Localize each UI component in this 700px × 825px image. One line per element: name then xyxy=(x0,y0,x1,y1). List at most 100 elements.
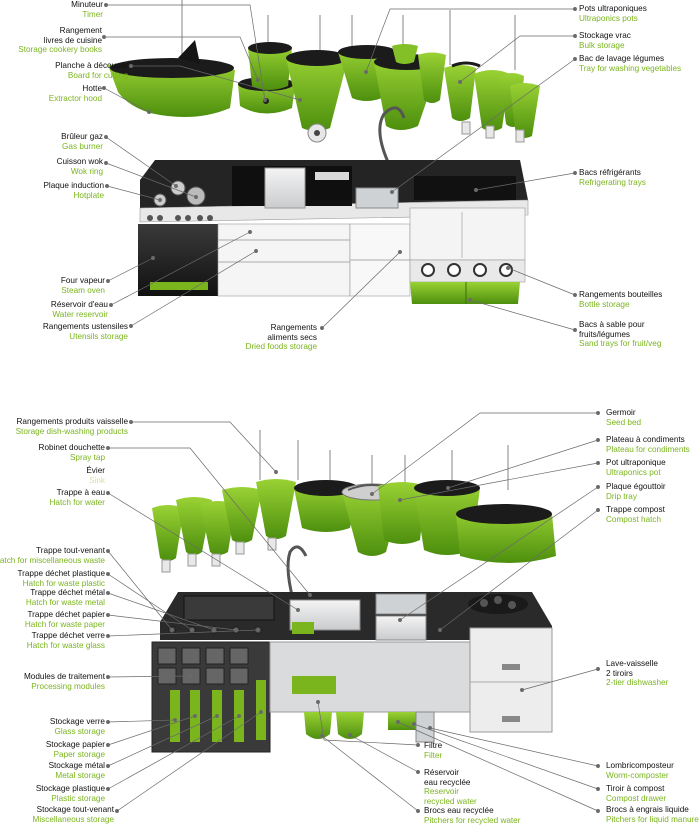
label-fr: Rangement livres de cuisine xyxy=(43,26,102,45)
label-bottle-storage: Rangements bouteilles Bottle storage xyxy=(579,290,662,309)
label-fr: Plateau à condiments xyxy=(606,435,685,444)
label-en: Refrigerating trays xyxy=(579,177,646,187)
label-fr: Plaque induction xyxy=(43,181,104,190)
label-fr: Germoir xyxy=(606,408,636,417)
label-glass-hatch: Trappe déchet verre Hatch for waste glas… xyxy=(27,631,105,650)
bottom-hanging-pots xyxy=(152,430,556,611)
label-plastic-hatch: Trappe déchet plastique Hatch for waste … xyxy=(17,569,105,588)
label-fr: Pot ultraponique xyxy=(606,458,666,467)
label-fr: Trappe compost xyxy=(606,505,665,514)
label-extractor-hood: Hotte Extractor hood xyxy=(49,84,102,103)
label-en: Reservoir recycled water xyxy=(424,787,477,806)
label-misc-storage: Stockage tout-venant Miscellaneous stora… xyxy=(33,805,114,824)
label-steam-oven: Four vapeur Steam oven xyxy=(61,276,105,295)
label-en: Water reservoir xyxy=(52,309,108,319)
label-en: Glass storage xyxy=(54,726,105,736)
label-fr: Rangements bouteilles xyxy=(579,290,663,299)
label-en: Worm-composter xyxy=(606,770,669,780)
label-refrigerating-trays: Bacs réfrigérants Refrigerating trays xyxy=(579,168,646,187)
label-processing-modules: Modules de traitement Processing modules xyxy=(24,672,105,691)
label-glass-storage: Stockage verre Glass storage xyxy=(50,717,105,736)
label-fr: Lombricomposteur xyxy=(606,761,674,770)
label-en: Timer xyxy=(82,9,103,19)
label-en: Hatch for miscellaneous waste xyxy=(0,555,105,565)
label-fr: Brocs eau recyclée xyxy=(424,806,494,815)
label-en: Bottle storage xyxy=(579,299,630,309)
label-fr: Brûleur gaz xyxy=(61,132,103,141)
label-en: Hatch for waste plastic xyxy=(22,578,105,588)
label-recycled-water-reservoir: Réservoir eau recyclée Reservoir recycle… xyxy=(424,768,477,806)
label-en: Storage dish-washing products xyxy=(15,426,128,436)
label-fr: Réservoir d'eau xyxy=(50,300,108,309)
label-bulk-storage: Stockage vrac Bulk storage xyxy=(579,31,631,50)
label-en: Drip tray xyxy=(606,491,637,501)
label-en: Pitchers for recycled water xyxy=(424,815,521,825)
label-en: 2-tier dishwasher xyxy=(606,678,669,688)
label-fr: Trappe tout-venant xyxy=(36,546,105,555)
label-dishwasher: Lave-vaisselle 2 tiroirs 2-tier dishwash… xyxy=(606,659,668,688)
label-fr: Robinet douchette xyxy=(38,443,105,452)
label-en: Compost drawer xyxy=(606,793,667,803)
label-fr: Lave-vaisselle 2 tiroirs xyxy=(606,659,658,678)
label-ultraponics-pots: Pots ultraponiques Ultraponics pots xyxy=(579,4,647,23)
label-filter: Filtre Filter xyxy=(424,741,442,760)
label-cutting-board: Planche à découper Board for cutting xyxy=(55,61,128,80)
label-en: Ultraponics pots xyxy=(579,13,638,23)
label-en: Sand trays for fruit/veg xyxy=(579,339,662,349)
label-water-reservoir: Réservoir d'eau Water reservoir xyxy=(51,300,108,319)
label-en: Board for cutting xyxy=(67,70,128,80)
label-fr: Stockage papier xyxy=(45,740,105,749)
label-metal-hatch: Trappe déchet métal Hatch for waste meta… xyxy=(26,588,105,607)
label-fr: Bacs à sable pour fruits/légumes xyxy=(579,320,645,339)
label-fr: Trappe à eau xyxy=(56,488,105,497)
label-fr: Tiroir à compost xyxy=(606,784,665,793)
label-fr: Rangements aliments secs xyxy=(267,323,317,342)
label-paper-storage: Stockage papier Paper storage xyxy=(46,740,105,759)
label-en: Hatch for water xyxy=(49,497,105,507)
label-fr: Bacs réfrigérants xyxy=(579,168,641,177)
bottom-counter xyxy=(151,592,553,753)
label-wok-ring: Cuisson wok Wok ring xyxy=(57,157,103,176)
label-en: Gas burner xyxy=(62,141,103,151)
label-dishwashing-products: Rangements produits vaisselle Storage di… xyxy=(16,417,128,436)
label-en: Sink xyxy=(89,475,105,485)
label-fr: Hotte xyxy=(82,84,102,93)
label-fr: Bac de lavage légumes xyxy=(579,54,665,63)
label-en: Miscellaneous storage xyxy=(32,814,114,824)
label-en: Wok ring xyxy=(70,166,103,176)
label-en: Utensils storage xyxy=(69,331,128,341)
label-compost-hatch: Trappe compost Compost hatch xyxy=(606,505,665,524)
label-fr: Stockage tout-venant xyxy=(36,805,114,814)
label-fr: Trappe déchet métal xyxy=(30,588,105,597)
label-en: Tray for washing vegetables xyxy=(579,63,682,73)
label-recycled-water-pitchers: Brocs eau recyclée Pitchers for recycled… xyxy=(424,806,520,825)
label-fr: Cuisson wok xyxy=(56,157,103,166)
label-en: Hatch for waste paper xyxy=(24,619,105,629)
label-en: Hotplate xyxy=(73,190,105,200)
label-en: Seed bed xyxy=(606,417,642,427)
label-fr: Stockage plastique xyxy=(35,784,105,793)
label-en: Plastic storage xyxy=(51,793,105,803)
label-en: Ultraponics pot xyxy=(606,467,661,477)
label-liquid-manure-pitchers: Brocs à engrais liquide Pitchers for liq… xyxy=(606,805,699,824)
label-compost-drawer: Tiroir à compost Compost drawer xyxy=(606,784,666,803)
label-fr: Four vapeur xyxy=(60,276,105,285)
label-en: Hatch for waste metal xyxy=(25,597,105,607)
label-fr: Pots ultraponiques xyxy=(579,4,647,13)
top-hanging-pots xyxy=(108,0,540,163)
label-misc-waste-hatch: Trappe tout-venant Hatch for miscellaneo… xyxy=(0,546,105,565)
label-fr: Rangements ustensiles xyxy=(42,322,128,331)
label-fr: Planche à découper xyxy=(55,61,128,70)
label-fr: Rangements produits vaisselle xyxy=(16,417,129,426)
label-fr: Minuteur xyxy=(71,0,103,9)
label-fr: Trappe déchet verre xyxy=(31,631,105,640)
label-fr: Modules de traitement xyxy=(23,672,105,681)
label-paper-hatch: Trappe déchet papier Hatch for waste pap… xyxy=(25,610,105,629)
label-en: Storage cookery books xyxy=(18,45,102,55)
label-fr: Réservoir eau recyclée xyxy=(424,768,471,787)
label-ultraponics-pot: Pot ultraponique Ultraponics pot xyxy=(606,458,666,477)
label-en: Bulk storage xyxy=(579,40,625,50)
label-en: Plateau for condiments xyxy=(606,444,690,454)
label-fr: Trappe déchet papier xyxy=(27,610,105,619)
